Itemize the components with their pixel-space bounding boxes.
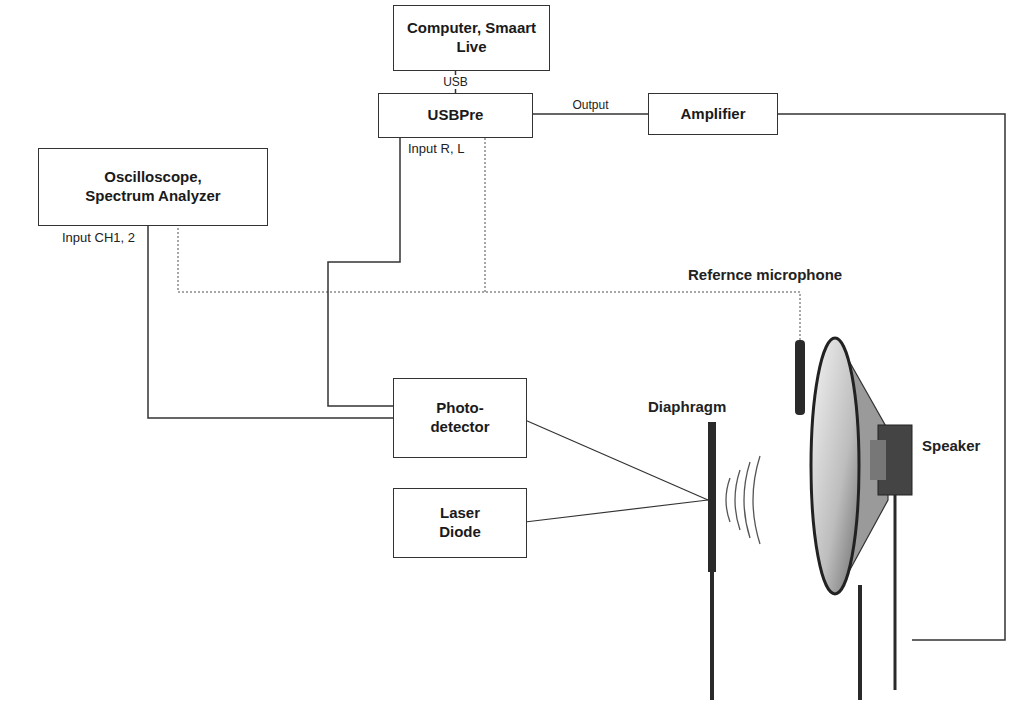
box-label: USBPre xyxy=(428,106,484,125)
part-label: Speaker xyxy=(922,437,980,454)
box-label: Amplifier xyxy=(680,105,745,124)
mic-signal-line xyxy=(484,138,486,292)
diaphragm-stand xyxy=(710,572,714,700)
signal-wire xyxy=(533,113,648,115)
process-box: Computer, Smaart Live xyxy=(393,5,550,71)
diaphragm xyxy=(708,422,716,572)
laser-beam xyxy=(525,420,708,500)
reference-microphone xyxy=(795,340,805,415)
process-box: Amplifier xyxy=(648,93,778,135)
box-label: Laser Diode xyxy=(424,504,496,542)
part-label: Diaphragm xyxy=(648,398,726,415)
wire-label: Output xyxy=(570,98,610,112)
signal-wire xyxy=(328,138,400,406)
part-label: Input R, L xyxy=(408,141,464,156)
laser-beam xyxy=(525,500,708,522)
signal-wire xyxy=(148,226,393,418)
box-label: Photo- detector xyxy=(424,399,496,437)
mic-signal-line xyxy=(178,226,800,340)
sound-waves xyxy=(726,456,760,544)
process-box: Photo- detector xyxy=(393,378,527,458)
speaker xyxy=(811,338,912,700)
part-label: Refernce microphone xyxy=(688,266,842,283)
box-label: Computer, Smaart Live xyxy=(404,19,539,57)
box-label: Oscilloscope, Spectrum Analyzer xyxy=(73,168,233,206)
speaker-wire xyxy=(778,114,1005,640)
wire-label: USB xyxy=(441,75,470,89)
process-box: USBPre xyxy=(378,93,533,138)
part-label: Input CH1, 2 xyxy=(62,230,135,245)
process-box: Laser Diode xyxy=(393,488,527,558)
process-box: Oscilloscope, Spectrum Analyzer xyxy=(38,148,268,226)
